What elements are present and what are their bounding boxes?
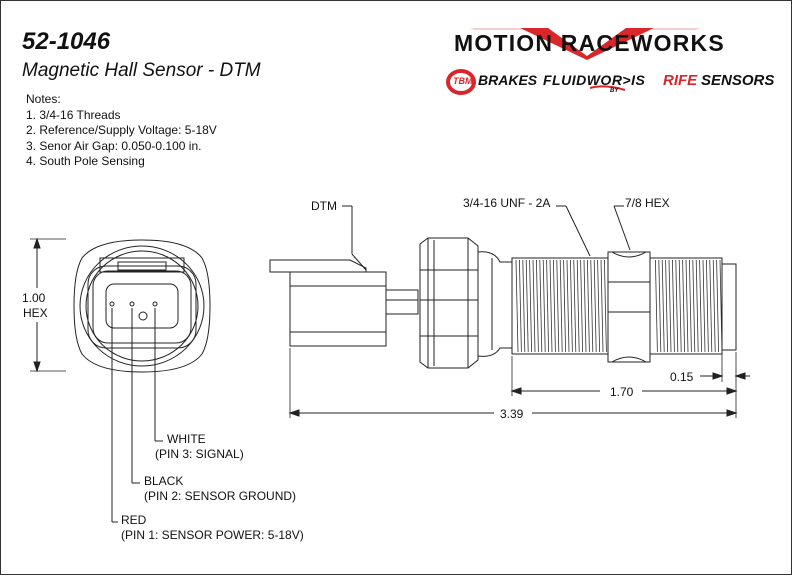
tip-dimension: 0.15	[670, 370, 694, 384]
note-item: 1. 3/4-16 Threads	[26, 107, 121, 122]
motion-raceworks-logo: MOTION RACEWORKS	[454, 30, 725, 56]
fluidworks-swoosh-icon	[589, 85, 626, 91]
hex-dimension-unit: HEX	[23, 306, 48, 320]
tbm-brakes-logo	[446, 69, 476, 95]
thread-lines	[515, 259, 723, 353]
fluidworks-by-text: BY	[610, 88, 619, 94]
part-number: 52-1046	[22, 28, 111, 55]
notes-block: Notes: 1. 3/4-16 Threads 2. Reference/Su…	[26, 92, 217, 170]
rife-sensors-text: SENSORS	[701, 72, 775, 89]
pin3-wire-color: WHITE	[167, 432, 206, 446]
fluidworks-logo: FLUIDWOR>IS	[543, 72, 646, 88]
overall-length-dimension: 3.39	[500, 407, 524, 421]
thread-callout: 3/4-16 UNF - 2A	[463, 196, 551, 210]
hex-dimension-value: 1.00	[22, 291, 46, 305]
tbm-brakes-text: BRAKES	[478, 72, 538, 88]
thread-length-dimension: 1.70	[610, 385, 634, 399]
pin2-description: (PIN 2: SENSOR GROUND)	[144, 489, 297, 503]
pin2-wire-color: BLACK	[144, 474, 184, 488]
motion-raceworks-emblem	[520, 28, 654, 60]
rife-logo-text: RIFE	[663, 72, 698, 89]
pin1-wire-color: RED	[121, 513, 147, 527]
tbm-badge-text: TBM	[453, 76, 473, 86]
hex-callout: 7/8 HEX	[625, 196, 670, 210]
note-item: 2. Reference/Supply Voltage: 5-18V	[26, 123, 217, 137]
part-title: Magnetic Hall Sensor - DTM	[22, 60, 261, 81]
note-item: 4. South Pole Sensing	[26, 154, 145, 168]
pin1-description: (PIN 1: SENSOR POWER: 5-18V)	[121, 528, 304, 542]
front-view	[30, 237, 211, 523]
note-item: 3. Senor Air Gap: 0.050-0.100 in.	[26, 138, 202, 153]
pin3-description: (PIN 3: SIGNAL)	[155, 447, 244, 461]
side-view	[269, 205, 750, 418]
dtm-callout: DTM	[311, 199, 337, 213]
notes-heading: Notes:	[26, 92, 61, 106]
